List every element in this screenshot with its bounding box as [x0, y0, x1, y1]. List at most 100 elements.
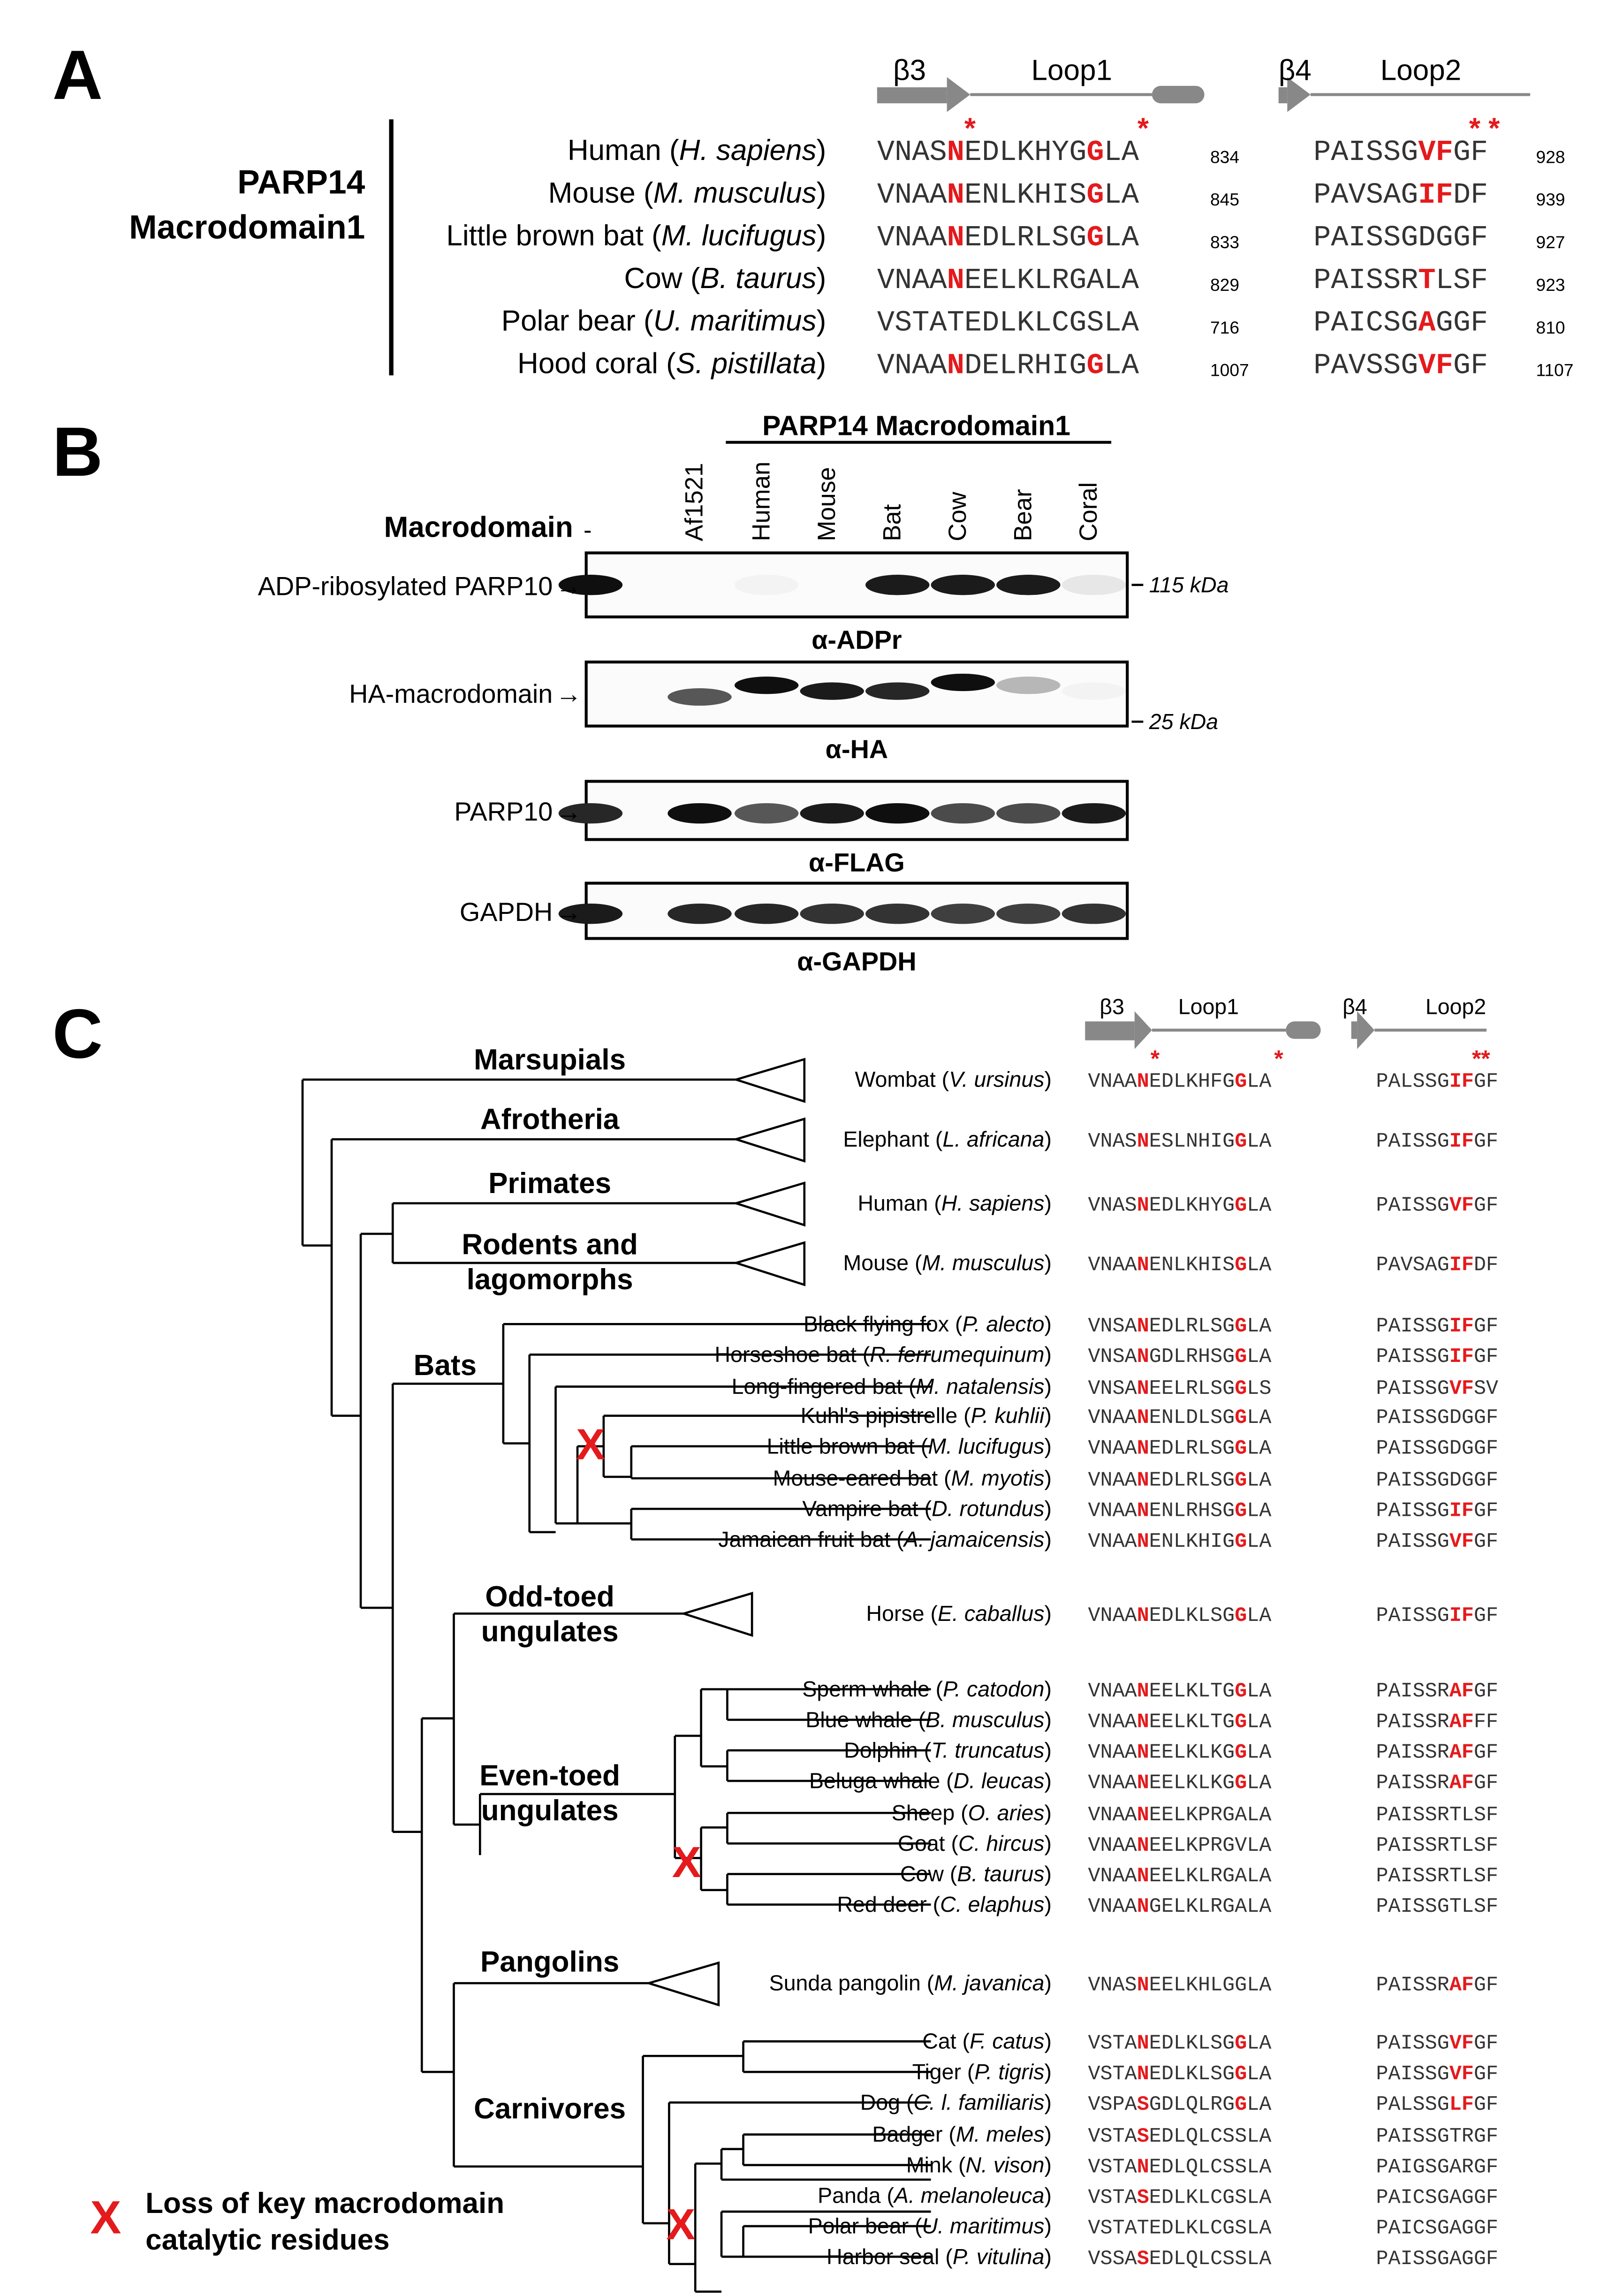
collapsed-clades	[645, 1057, 806, 2007]
loop2-sequence: PAISSRAFGF	[1376, 1741, 1498, 1764]
loop1-sequence: VSPASGDLQLRGGLA	[1088, 2093, 1272, 2116]
species-label: Sheep (O. aries)	[892, 1801, 1052, 1825]
species-label: Mink (N. vison)	[906, 2152, 1052, 2177]
blot-band	[800, 803, 864, 824]
blot-band	[931, 803, 995, 824]
loop2-sequence: PAISSGIFGF	[1376, 1500, 1498, 1523]
loss-markers: X X X	[576, 1420, 701, 2249]
blot-band	[667, 803, 732, 824]
loop2-sequence: PAISSGIFGF	[1376, 1315, 1498, 1338]
species-label: Badger (M. meles)	[872, 2122, 1052, 2146]
species-label: Polar bear (U. maritimus)	[808, 2214, 1052, 2238]
panel-a-loop1-seq: VNASNEDLKHYGGLA	[877, 136, 1139, 169]
blot-band	[931, 903, 995, 924]
loop1-sequence: VNASNEDLKHYGGLA	[1088, 1194, 1272, 1217]
loop1-sequence: VNAANEELKPRGVLA	[1088, 1834, 1272, 1857]
loop2-sequence: PAISSGDGGF	[1376, 1406, 1498, 1429]
panel-b-row-header: Macrodomain	[384, 511, 573, 543]
loop2-sequence: PAISSGIFGF	[1376, 1604, 1498, 1627]
blot-band	[996, 677, 1061, 694]
species-label: Cat (F. catus)	[922, 2029, 1052, 2053]
panel-c: C β3 Loop1 β4 Loop2 * * **	[53, 995, 1499, 2293]
blot-target-label: HA-macrodomain	[349, 679, 553, 708]
blot-band	[931, 673, 995, 692]
group-rodents-line2: lagomorphs	[467, 1263, 633, 1296]
loop1-sequence: VNAANENLRHSGGLA	[1088, 1500, 1272, 1523]
blot-antibody: α-GAPDH	[797, 947, 916, 976]
loop1-sequence: VNASNEELKHLGGLA	[1088, 1974, 1272, 1997]
clade-triangle-rodents	[732, 1241, 806, 1286]
lane-label: Af1521	[681, 463, 708, 541]
panel-a-loop1-end: 1007	[1210, 360, 1249, 380]
clade-triangle-afrotheria	[732, 1117, 806, 1163]
arrow-icon: →	[556, 897, 582, 927]
panel-c-label: C	[53, 995, 103, 1073]
panel-a-loop2-end: 927	[1536, 232, 1565, 252]
panel-a-secondary-structure: β3 Loop1 β4 Loop2 * * * *	[877, 54, 1531, 145]
blot-band	[1062, 903, 1126, 924]
blot-antibody: α-FLAG	[809, 848, 905, 877]
panel-a-loop1-end: 845	[1210, 190, 1239, 209]
clade-triangle-odd-toed	[680, 1591, 753, 1637]
loop2-sequence: PALSSGLFGF	[1376, 2093, 1498, 2116]
panel-a-loop1-seq: VNAANENLKHISGLA	[877, 178, 1139, 212]
panel-a-loop2-seq: PAICSGAGGF	[1313, 306, 1488, 340]
species-row: Kuhl's pipistrelle (P. kuhlii) VNAANENLDL…	[801, 1403, 1498, 1429]
species-row: Black flying fox (P. alecto)VNSANEDLRLSG…	[804, 1312, 1498, 1338]
blot-band	[1062, 575, 1126, 595]
panel-a-loop1: Loop1	[1031, 54, 1112, 87]
blot-band	[734, 575, 799, 595]
western-blot: PARP10→α-FLAG	[454, 780, 1129, 877]
loop1-sequence: VSTASEDLQLCSSLA	[1088, 2125, 1272, 2148]
blot-band	[558, 803, 623, 824]
blot-target-label: GAPDH	[460, 897, 553, 927]
lane-label: Human	[747, 462, 775, 541]
loss-marker-bats: X	[576, 1420, 605, 1469]
species-label: Kuhl's pipistrelle (P. kuhlii)	[801, 1403, 1052, 1428]
species-label: Black flying fox (P. alecto)	[804, 1312, 1052, 1336]
loop2-sequence: PAISSRAFGF	[1376, 1974, 1498, 1997]
loop1-sequence: VSTASEDLKLCGSLA	[1088, 2187, 1272, 2210]
loop2-sequence: PAICSGAGGF	[1376, 2217, 1498, 2240]
blot-target-label: ADP-ribosylated PARP10	[258, 571, 553, 601]
group-afrotheria: Afrotheria	[480, 1103, 620, 1136]
loop1-sequence: VSTANEDLKLSGGLA	[1088, 2063, 1272, 2086]
arrow-icon: →	[556, 571, 582, 601]
loop2-sequence: PAISSRAFGF	[1376, 1680, 1498, 1703]
panel-a-loop2-seq: PAISSGDGGF	[1313, 221, 1488, 254]
loop1-sequence: VNAANGELKLRGALA	[1088, 1895, 1272, 1918]
species-label: Elephant (L. africana)	[843, 1127, 1052, 1151]
arrow-icon: →	[556, 679, 582, 708]
panel-a-species: Human (H. sapiens)	[568, 134, 826, 167]
blot-band	[734, 903, 799, 924]
blot-band	[865, 575, 930, 595]
loop1-sequence: VNAANENLDLSGGLA	[1088, 1406, 1272, 1429]
panel-a-loop2-seq: PAISSRTLSF	[1313, 264, 1488, 297]
loop1-sequence: VNAANEELKLRGALA	[1088, 1865, 1272, 1888]
lane-label: Coral	[1075, 482, 1102, 541]
group-marsupials: Marsupials	[474, 1044, 626, 1076]
species-label: Blue whale (B. musculus)	[805, 1707, 1052, 1732]
panel-a-loop2-end: 923	[1536, 275, 1565, 295]
loop1-sequence: VNAANEELKLTGGLA	[1088, 1680, 1272, 1703]
blot-band	[558, 575, 623, 595]
loss-marker-carnivores: X	[666, 2200, 695, 2249]
western-blot: GAPDH→ α-GAPDH	[460, 882, 1129, 976]
loop1-sequence: VNAANEELKLKGGLA	[1088, 1741, 1272, 1764]
loop2-sequence: PAISSGDGGF	[1376, 1437, 1498, 1460]
panel-a-loop2-end: 810	[1536, 318, 1565, 337]
species-label: Tiger (P. tigris)	[912, 2060, 1052, 2084]
panel-b-group-header: PARP14 Macrodomain1	[762, 411, 1070, 441]
species-label: Dog (C. l. familiaris)	[860, 2090, 1052, 2114]
blot-band	[1062, 682, 1126, 700]
